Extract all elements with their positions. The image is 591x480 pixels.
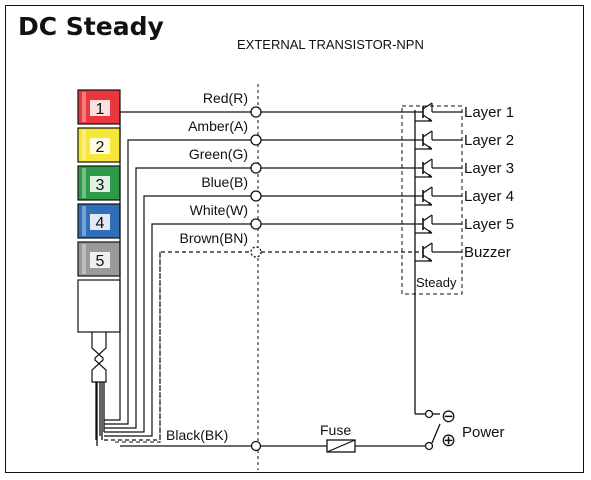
transistor-6 [415, 242, 462, 262]
emitter-arrow [428, 202, 432, 205]
tier-number: 5 [96, 253, 105, 270]
terminal-2 [250, 134, 262, 146]
minus-symbol: ⊖ [441, 406, 456, 426]
tier-number: 1 [96, 101, 105, 118]
layer-label: Layer 5 [464, 216, 514, 233]
transistor-1 [415, 102, 462, 122]
wire-paths [104, 111, 423, 443]
wire-label: White(W) [190, 202, 248, 218]
tower-tier-1: 1 [77, 89, 121, 125]
power-plus-terminal [424, 441, 434, 451]
fuse-label: Fuse [320, 422, 351, 438]
terminal-4 [250, 190, 262, 202]
wire-labels: Red(R) Amber(A) Green(G) Blue(B) White(W) Bro… [180, 90, 248, 246]
terminal-6 [250, 246, 262, 258]
brown-wire-return [114, 252, 161, 443]
wire-4 [104, 195, 423, 433]
emitter-arrow [428, 258, 432, 261]
signal-tower: 1 2 3 4 5 [77, 89, 121, 446]
diagram-title: DC Steady [18, 12, 164, 41]
terminal-1 [250, 106, 262, 118]
power-label: Power [462, 424, 505, 441]
plus-symbol: ⊕ [441, 430, 456, 450]
black-terminal [250, 440, 262, 452]
tier-lens [77, 89, 121, 125]
emitter-arrow [428, 230, 432, 233]
wire-2 [104, 139, 423, 425]
wire-1 [104, 111, 423, 421]
wire-label: Blue(B) [201, 174, 248, 190]
black-label: Black(BK) [166, 427, 228, 443]
emitter-arrow [428, 118, 432, 121]
tower-tier-5: 5 [77, 241, 121, 277]
wire-label: Green(G) [189, 146, 248, 162]
layer-label: Buzzer [464, 244, 511, 261]
wire-5 [104, 223, 423, 437]
tower-tier-2: 2 [77, 127, 121, 163]
tier-number: 4 [96, 215, 105, 232]
transistor-5 [415, 214, 462, 234]
tower-base [77, 279, 121, 333]
cable-bundle [95, 382, 105, 446]
emitter-arrow [428, 146, 432, 149]
tower-connector [91, 332, 107, 383]
wire-label: Red(R) [203, 90, 248, 106]
wire-label: Brown(BN) [180, 230, 248, 246]
tier-number: 3 [96, 177, 105, 194]
wire-label: Amber(A) [188, 118, 248, 134]
transistor-2 [415, 130, 462, 150]
steady-label: Steady [416, 275, 457, 290]
layer-label: Layer 4 [464, 188, 514, 205]
power-minus-terminal [424, 409, 434, 419]
terminal-3 [250, 162, 262, 174]
emitter-arrow [428, 174, 432, 177]
tower-tier-3: 3 [77, 165, 121, 201]
terminals [250, 106, 262, 258]
tier-number: 2 [96, 139, 105, 156]
tower-tier-4: 4 [77, 203, 121, 239]
power-switch [431, 423, 441, 444]
terminal-5 [250, 218, 262, 230]
layer-labels: Layer 1 Layer 2 Layer 3 Layer 4 Layer 5 Buzze… [464, 104, 514, 261]
layer-label: Layer 3 [464, 160, 514, 177]
transistor-3 [415, 158, 462, 178]
transistor-4 [415, 186, 462, 206]
layer-label: Layer 1 [464, 104, 514, 121]
wire-3 [104, 167, 423, 429]
diagram-subtitle: EXTERNAL TRANSISTOR-NPN [237, 37, 424, 52]
layer-label: Layer 2 [464, 132, 514, 149]
transistor-array [415, 102, 462, 262]
